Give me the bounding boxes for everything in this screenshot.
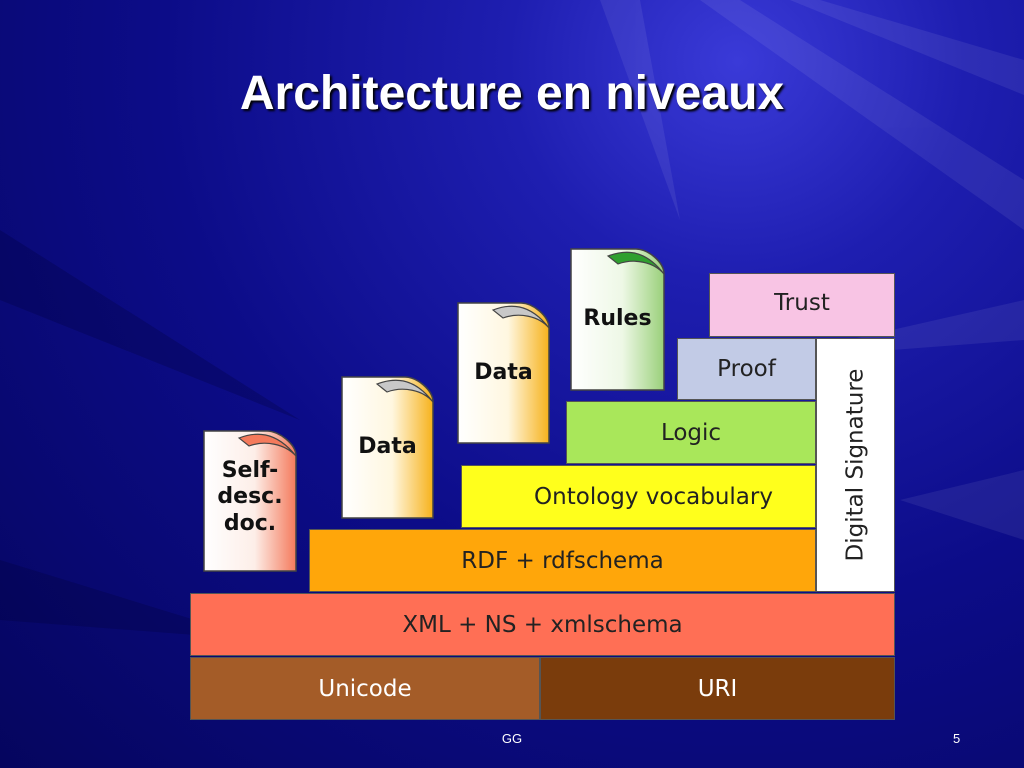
layer-xml-label: XML + NS + xmlschema: [402, 611, 683, 638]
layer-unicode-label: Unicode: [318, 675, 412, 702]
document-data-2: Data: [457, 302, 550, 444]
self-desc-line-3: doc.: [223, 510, 277, 536]
document-icon: [341, 376, 434, 519]
layer-ontology-vocabulary: Ontology vocabulary: [461, 465, 816, 528]
self-desc-line-1: Self-: [221, 458, 279, 483]
layer-digital-signature-label: Digital Signature: [842, 368, 869, 562]
document-rules-label: Rules: [583, 306, 652, 331]
layer-xml: XML + NS + xmlschema: [190, 593, 895, 656]
layer-ontology-label: Ontology vocabulary: [534, 483, 773, 510]
self-desc-line-2: desc.: [217, 484, 283, 510]
document-self-desc-label: Self- desc. doc.: [203, 458, 297, 537]
document-self-desc: Self- desc. doc.: [203, 430, 297, 572]
layer-trust: Trust: [709, 273, 895, 337]
layer-proof: Proof: [677, 338, 816, 400]
layer-rdf-label: RDF + rdfschema: [461, 547, 664, 574]
document-data-2-label: Data: [474, 360, 533, 385]
layer-rdf: RDF + rdfschema: [309, 529, 816, 592]
document-icon: [203, 430, 297, 572]
footer-page-number: 5: [953, 731, 961, 746]
layer-digital-signature: Digital Signature: [816, 338, 895, 592]
layer-logic: Logic: [566, 401, 816, 464]
layer-uri: URI: [540, 657, 895, 720]
layer-logic-label: Logic: [660, 419, 722, 446]
layer-proof-label: Proof: [717, 356, 776, 382]
layer-trust-label: Trust: [774, 290, 830, 316]
footer-author: GG: [501, 731, 523, 746]
document-rules: Rules: [570, 248, 665, 391]
layer-unicode: Unicode: [190, 657, 540, 720]
document-icon: [457, 302, 550, 444]
document-data-1: Data: [341, 376, 434, 519]
layer-uri-label: URI: [697, 675, 738, 702]
slide-title: Architecture en niveaux: [239, 67, 785, 120]
document-data-1-label: Data: [358, 434, 417, 459]
document-icon: [570, 248, 665, 391]
